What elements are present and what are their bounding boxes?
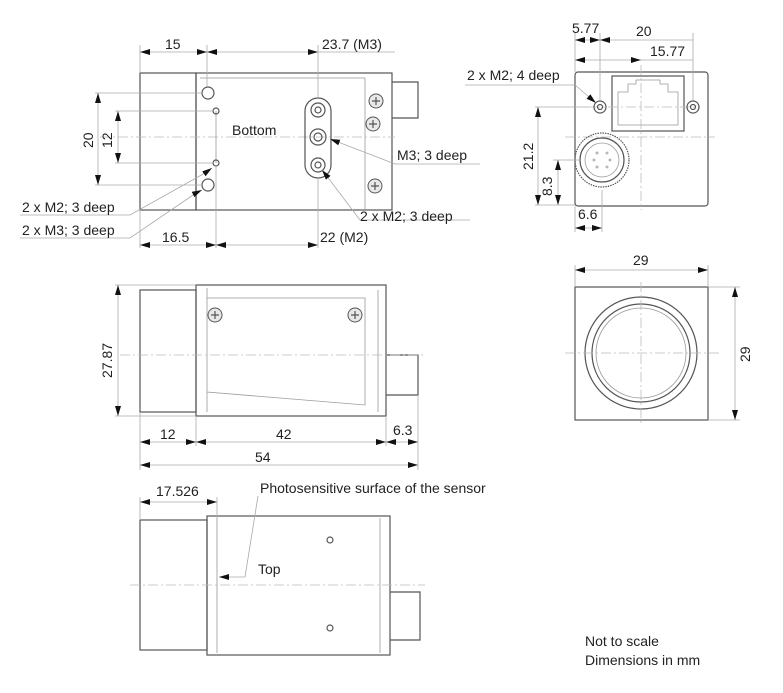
callout-m3-3-deep: M3; 3 deep [397,147,467,163]
top-view: 17.526 Photosensitive surface of the sen… [130,480,486,656]
note-dimensions-mm: Dimensions in mm [585,652,700,668]
back-view: 5.77 20 15.77 2 x M2; 4 deep 21.2 8.3 6.… [465,20,715,232]
lens-housing [139,289,197,413]
callout-m2-3-deep-right: 2 x M2; 3 deep [360,208,453,224]
circular-connector [574,132,630,188]
ethernet-port [611,75,685,132]
front-panel [574,286,709,421]
camera-body [195,284,387,417]
screw-icon [367,178,383,194]
dim-12-side: 12 [160,426,176,442]
dim-20-back: 20 [636,23,652,39]
bottom-view: Bottom 15 23.7 (M3) 20 12 M3; 3 deep 2 x… [20,36,480,248]
m2-hole [686,100,700,114]
front-view: 29 29 [565,252,753,425]
sensor-surface-note: Photosensitive surface of the sensor [260,480,486,496]
dim-27-87: 27.87 [99,343,115,378]
dim-23-7-m3: 23.7 (M3) [322,36,382,52]
screw-icon [368,93,384,109]
dim-6-6: 6.6 [578,206,598,222]
screw-icon [365,116,381,132]
dim-42: 42 [276,426,292,442]
connector-stub [386,354,419,396]
dim-21-2: 21.2 [520,143,536,170]
dim-16-5: 16.5 [162,229,189,245]
callout-m2-4-deep: 2 x M2; 4 deep [467,67,560,83]
callout-m3-3-deep-left: 2 x M3; 3 deep [22,222,115,238]
dim-6-3: 6.3 [393,422,413,438]
connector-stub [392,81,419,119]
dim-8-3: 8.3 [539,176,555,196]
callout-m2-3-deep-left: 2 x M2; 3 deep [22,199,115,215]
dim-12: 12 [99,132,115,148]
m2-hole [593,100,607,114]
m3-hole [201,86,215,100]
screw-icon [347,307,363,323]
note-not-to-scale: Not to scale [585,633,659,649]
dim-22-m2: 22 (M2) [320,229,368,245]
dim-15: 15 [165,36,181,52]
dim-5-77: 5.77 [572,20,599,36]
back-panel [574,71,709,207]
connector-stub [390,591,421,641]
screw-icon [207,307,223,323]
lens-housing [139,72,197,211]
dim-29-width: 29 [633,252,649,268]
view-label-top: Top [258,561,281,577]
m3-hole [201,178,215,192]
camera-body [195,72,393,211]
camera-body [206,515,391,656]
dim-17-526: 17.526 [156,483,199,499]
dim-29-height: 29 [737,346,753,362]
mount-slot [304,97,332,179]
view-label-bottom: Bottom [232,122,276,138]
side-view: 27.87 12 42 6.3 54 [99,284,425,470]
dim-15-77: 15.77 [650,43,685,59]
dim-20: 20 [80,132,96,148]
dim-54: 54 [255,449,271,465]
